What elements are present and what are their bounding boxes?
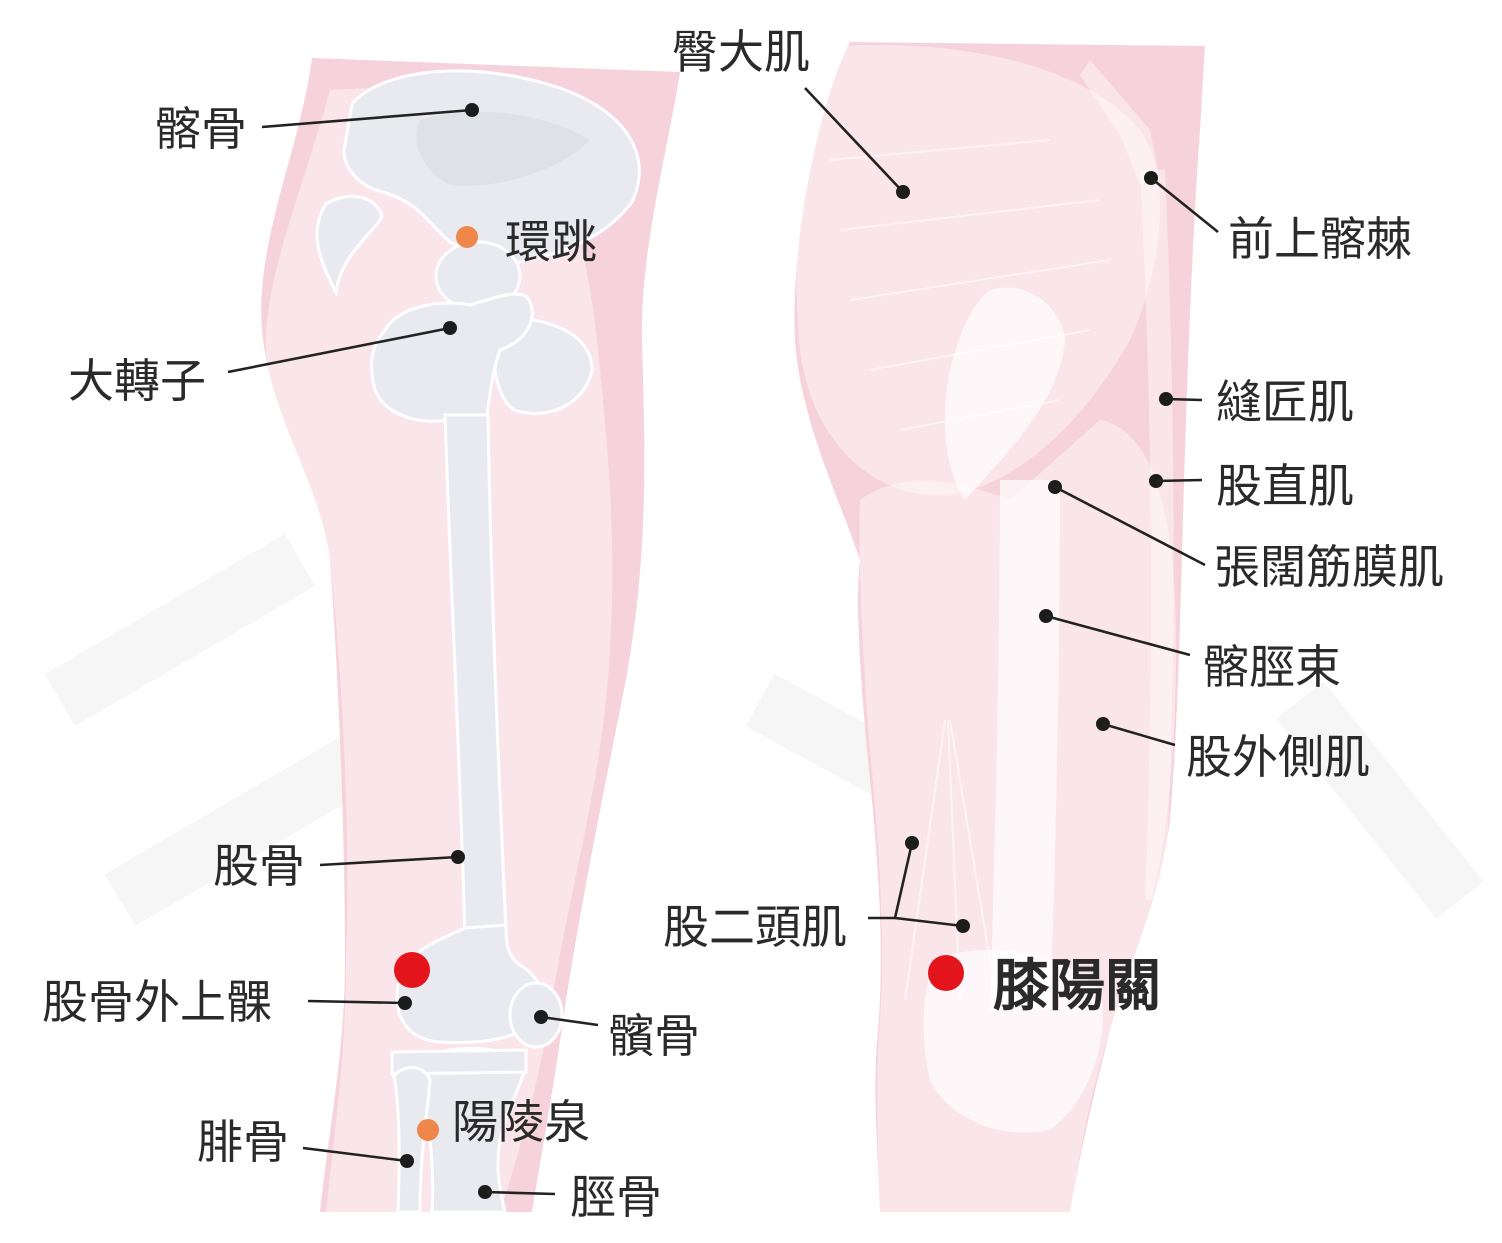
label-xiyangguan-text: 膝陽關 [993, 954, 1161, 1019]
label-huantiao: 環跳 [456, 215, 597, 269]
muscle-view-figure [794, 42, 1205, 1212]
label-sartorius: 縫匠肌 [1159, 375, 1354, 429]
leader-line [1054, 485, 1206, 567]
leader-line [307, 999, 406, 1005]
label-vastus-lateralis-text: 股外側肌 [1186, 730, 1370, 784]
marker-dot [465, 103, 479, 117]
marker-dot [398, 996, 412, 1010]
gluteus-fibers [829, 139, 1111, 431]
leader-line [302, 1146, 408, 1163]
label-femur-text: 股骨 [213, 839, 305, 893]
leader-line [1102, 722, 1176, 747]
marker-dot [443, 321, 457, 335]
leader-line [1155, 478, 1203, 483]
label-yanglingquan-text: 陽陵泉 [452, 1095, 590, 1149]
label-tibia: 脛骨 [478, 1170, 662, 1224]
leader-line [804, 87, 904, 193]
bone-view-figure [261, 58, 680, 1214]
iliotibial-tract-band [990, 480, 1060, 1010]
label-biceps-femoris: 股二頭肌 [663, 836, 970, 954]
marker-dot [905, 836, 919, 850]
ischium-bone [315, 194, 384, 297]
label-tibia-text: 脛骨 [570, 1170, 662, 1224]
leader-line [540, 1015, 599, 1027]
biceps-femoris-fibers [904, 719, 991, 1001]
knee-region [923, 950, 1103, 1133]
bone-view-labels: 髂骨 環跳 大轉子 股骨 股骨外上髁 髕骨 [42, 102, 700, 1224]
label-lateral-epicondyle: 股骨外上髁 [42, 975, 412, 1029]
label-yanglingquan: 陽陵泉 [417, 1095, 590, 1149]
label-greater-trochanter: 大轉子 [68, 321, 457, 408]
leader-line [484, 1190, 556, 1196]
label-sartorius-text: 縫匠肌 [1216, 375, 1354, 429]
watermark [44, 534, 1484, 926]
leader-line [261, 108, 473, 129]
marker-dot [451, 850, 465, 864]
label-vastus-lateralis: 股外側肌 [1096, 717, 1370, 784]
greater-trochanter-bone [370, 292, 534, 423]
label-patella-text: 髕骨 [608, 1009, 700, 1063]
fibula-bone [392, 1066, 432, 1214]
label-asis: 前上髂棘 [1144, 171, 1412, 266]
label-asis-text: 前上髂棘 [1228, 212, 1412, 266]
marker-dot [400, 1154, 414, 1168]
leader-line [227, 326, 451, 374]
muscle-view-labels: 臀大肌 前上髂棘 縫匠肌 股直肌 張闊筋膜肌 髂脛束 [663, 25, 1444, 1019]
label-ilium-text: 髂骨 [155, 102, 247, 156]
label-gluteus-maximus-text: 臀大肌 [672, 25, 810, 79]
label-lateral-epicondyle-text: 股骨外上髁 [42, 975, 272, 1029]
label-ilium: 髂骨 [155, 102, 479, 156]
marker-dot [956, 919, 970, 933]
label-gluteus-maximus: 臀大肌 [672, 25, 910, 199]
label-tensor-fasciae-latae-text: 張闊筋膜肌 [1214, 540, 1444, 594]
label-greater-trochanter-text: 大轉子 [68, 354, 206, 408]
label-xiyangguan: 膝陽關 [928, 954, 1161, 1019]
label-iliotibial-tract: 髂脛束 [1039, 609, 1341, 694]
gluteus-maximus-muscle [796, 44, 1161, 496]
leader-line [1165, 397, 1203, 402]
gluteal-tendon-sheet [945, 287, 1065, 500]
leader-line [1150, 176, 1219, 234]
ilium-shadow [416, 111, 590, 186]
acupoint-xiyangguan-dot [928, 955, 964, 991]
leader-line [894, 916, 964, 928]
tibial-plateau [390, 1048, 528, 1076]
label-rectus-femoris-text: 股直肌 [1216, 459, 1354, 513]
leader-line [1045, 614, 1191, 657]
acupoint-xiyangguan-dot-bone-view [394, 952, 430, 988]
acupoint-huantiao-dot [456, 226, 478, 248]
label-huantiao-text: 環跳 [505, 215, 597, 269]
asis-ridge [1080, 60, 1160, 185]
marker-dot [896, 185, 910, 199]
leader-line [319, 855, 459, 867]
label-femur: 股骨 [213, 839, 465, 893]
label-tensor-fasciae-latae: 張闊筋膜肌 [1048, 480, 1444, 594]
label-iliotibial-tract-text: 髂脛束 [1203, 640, 1341, 694]
sartorius-band [1140, 170, 1174, 900]
label-biceps-femoris-text: 股二頭肌 [663, 900, 847, 954]
label-fibula: 腓骨 [197, 1115, 414, 1169]
label-rectus-femoris: 股直肌 [1149, 459, 1354, 513]
label-patella: 髕骨 [534, 1009, 700, 1063]
acupoint-yanglingquan-dot [417, 1119, 439, 1141]
label-fibula-text: 腓骨 [197, 1115, 289, 1169]
